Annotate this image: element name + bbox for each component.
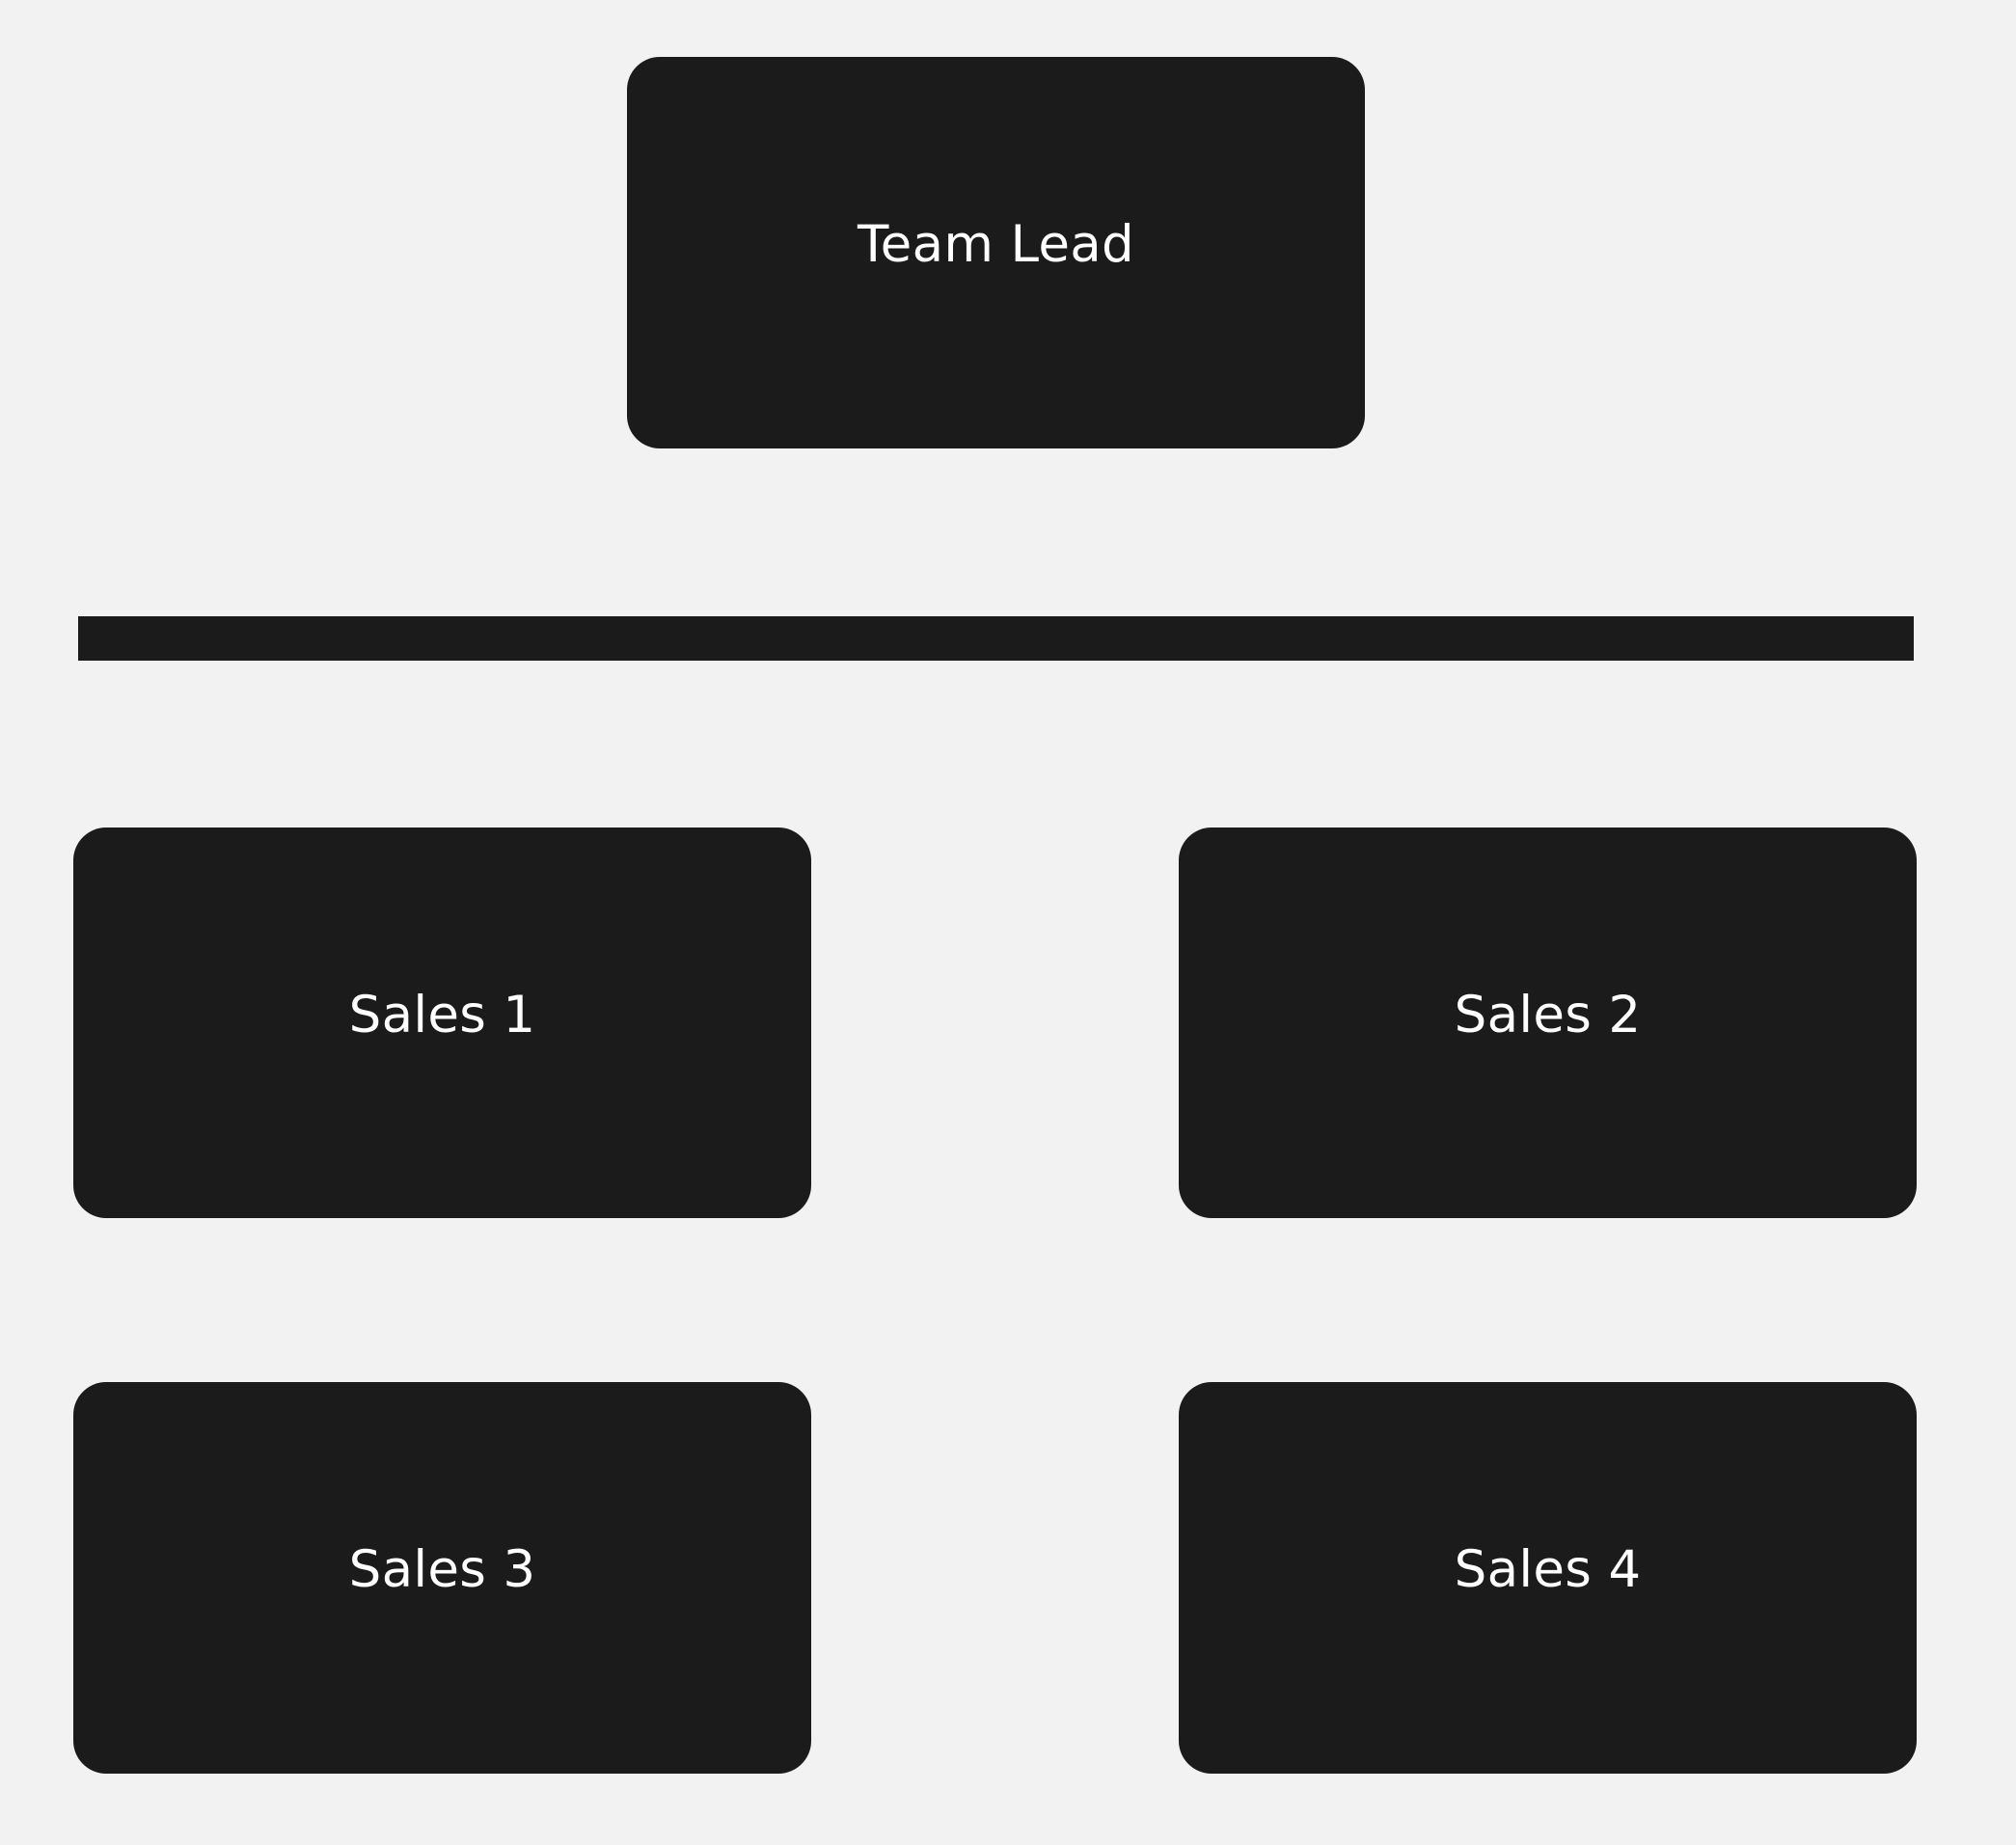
node-sales-3[interactable]: Sales 3 bbox=[73, 1382, 811, 1774]
node-label: Team Lead bbox=[858, 215, 1134, 274]
node-sales-4[interactable]: Sales 4 bbox=[1179, 1382, 1917, 1774]
node-label: Sales 4 bbox=[1454, 1540, 1642, 1599]
connector-bar bbox=[78, 616, 1914, 661]
node-label: Sales 3 bbox=[348, 1540, 536, 1599]
node-label: Sales 2 bbox=[1454, 986, 1642, 1045]
node-team-lead[interactable]: Team Lead bbox=[627, 57, 1365, 448]
node-label: Sales 1 bbox=[348, 986, 536, 1045]
node-sales-2[interactable]: Sales 2 bbox=[1179, 828, 1917, 1218]
node-sales-1[interactable]: Sales 1 bbox=[73, 828, 811, 1218]
